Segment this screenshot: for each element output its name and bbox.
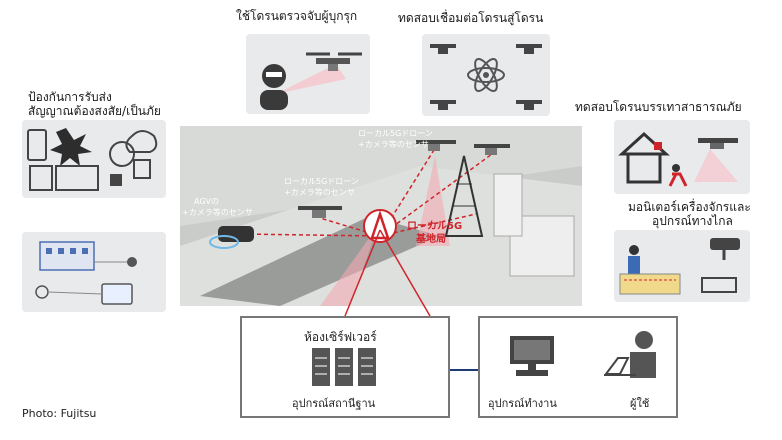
label-remote-monitor-1: มอนิเตอร์เครื่องจักรและ <box>628 200 751 214</box>
drone-to-drone-illustration <box>422 34 550 116</box>
user-panel: อุปกรณ์ทำงาน ผู้ใช้ <box>478 316 678 418</box>
security-devices-icon <box>27 128 158 191</box>
photo-credit: Photo: Fujitsu <box>22 407 97 420</box>
network-illustration <box>22 232 166 312</box>
intruder-illustration <box>246 34 370 114</box>
drone1-label-2: +カメラ等のセンサ <box>284 187 355 197</box>
label-disaster-drone: ทดสอบโดรนบรรเทาสาธารณภัย <box>575 100 742 114</box>
drone2-label-1: ローカル5Gドローン <box>358 129 433 138</box>
agv-label-2: +カメラ等のセンサ <box>182 207 253 217</box>
agv-label-1: AGVの <box>194 197 219 206</box>
user-caption: ผู้ใช้ <box>630 397 650 410</box>
server-rack-icon <box>312 348 376 386</box>
label-remote-monitor-2: อุปกรณ์ทางไกล <box>652 214 733 228</box>
drone1-label-1: ローカル5Gドローン <box>284 177 359 186</box>
drone2-label-2: +カメラ等のセンサ <box>358 139 429 149</box>
label-drone-to-drone: ทดสอบเชื่อมต่อโดรนสู่โดรน <box>398 11 544 25</box>
security-illustration <box>22 120 166 198</box>
workstation-caption: อุปกรณ์ทำงาน <box>488 397 557 410</box>
atom-drone-icon <box>430 44 542 110</box>
building-network-icon <box>35 241 137 305</box>
remote-monitor-illustration <box>614 230 750 302</box>
station-label-1: ローカル5G <box>407 220 462 232</box>
user-person-icon <box>604 331 656 378</box>
server-room-panel: ห้องเซิร์ฟเวอร์ อุปกรณ์สถานีฐาน <box>240 316 450 418</box>
station-label-2: 基地局 <box>415 232 446 245</box>
machine-camera-icon <box>619 238 740 295</box>
intruder-drone-icon <box>260 52 362 110</box>
server-room-title: ห้องเซิร์ฟเวอร์ <box>304 330 377 344</box>
disaster-illustration <box>614 120 750 194</box>
scene-graphic: ローカル5G 基地局 AGVの +カメラ等のセンサ ローカル5Gドローン +カメ… <box>180 129 582 306</box>
desktop-computer-icon <box>510 336 554 376</box>
base-station-caption: อุปกรณ์สถานีฐาน <box>292 397 376 410</box>
campus-scene: ローカル5G 基地局 AGVの +カメラ等のセンサ ローカル5Gドローン +カメ… <box>180 126 582 306</box>
label-intruder-detection: ใช้โดรนตรวจจับผู้บุกรุก <box>236 9 358 23</box>
label-signal-protection-2: สัญญาณต้องสงสัย/เป็นภัย <box>28 104 161 118</box>
disaster-drone-icon <box>618 131 738 187</box>
label-signal-protection-1: ป้องกันการรับส่ง <box>28 90 112 104</box>
